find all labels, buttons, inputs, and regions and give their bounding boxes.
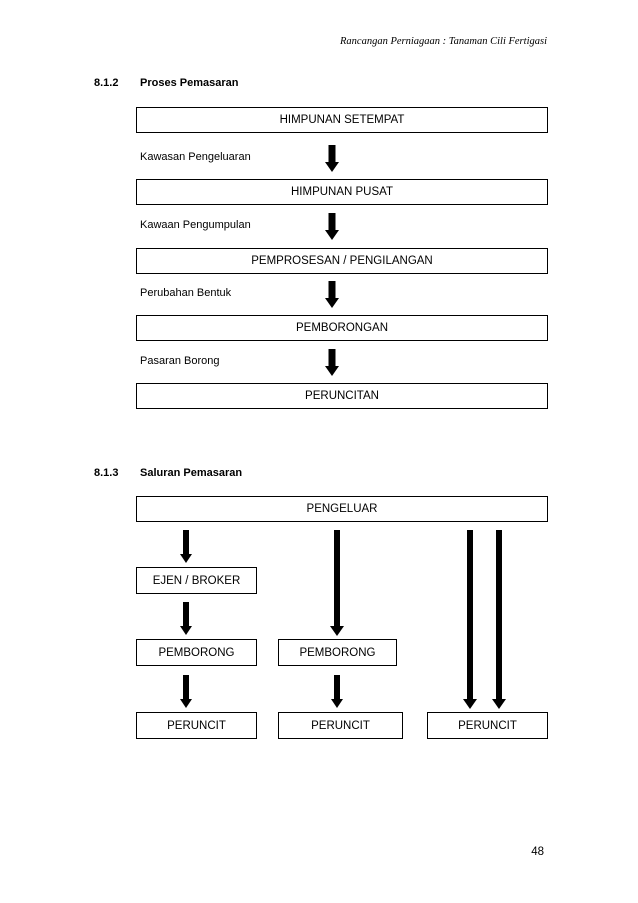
channel-box-peruncit-3: PERUNCIT [427, 712, 548, 739]
process-box-himpunan-setempat: HIMPUNAN SETEMPAT [136, 107, 548, 133]
section-title: Proses Pemasaran [140, 77, 239, 89]
channel-box-pengeluar: PENGELUAR [136, 496, 548, 522]
section-number: 8.1.2 [94, 77, 119, 89]
process-box-peruncitan: PERUNCITAN [136, 383, 548, 409]
caption-pasaran-borong: Pasaran Borong [140, 355, 220, 367]
page-number: 48 [531, 846, 544, 858]
caption-kawaan-pengumpulan: Kawaan Pengumpulan [140, 219, 251, 231]
section-title: Saluran Pemasaran [140, 467, 243, 479]
process-box-pemprosesan-pengilangan: PEMPROSESAN / PENGILANGAN [136, 248, 548, 274]
channel-box-ejen-broker: EJEN / BROKER [136, 567, 257, 594]
section-heading-8-1-3: 8.1.3 Saluran Pemasaran [94, 467, 242, 479]
caption-perubahan-bentuk: Perubahan Bentuk [140, 287, 232, 299]
channel-box-pemborong-1: PEMBORONG [136, 639, 257, 666]
process-box-himpunan-pusat: HIMPUNAN PUSAT [136, 179, 548, 205]
document-header-note: Rancangan Perniagaan : Tanaman Cili Fert… [340, 36, 547, 47]
channel-box-peruncit-1: PERUNCIT [136, 712, 257, 739]
channel-box-peruncit-2: PERUNCIT [278, 712, 403, 739]
section-heading-8-1-2: 8.1.2 Proses Pemasaran [94, 77, 238, 89]
caption-kawasan-pengeluaran: Kawasan Pengeluaran [140, 151, 251, 163]
channel-box-pemborong-2: PEMBORONG [278, 639, 397, 666]
process-box-pemborongan: PEMBORONGAN [136, 315, 548, 341]
section-number: 8.1.3 [94, 467, 119, 479]
